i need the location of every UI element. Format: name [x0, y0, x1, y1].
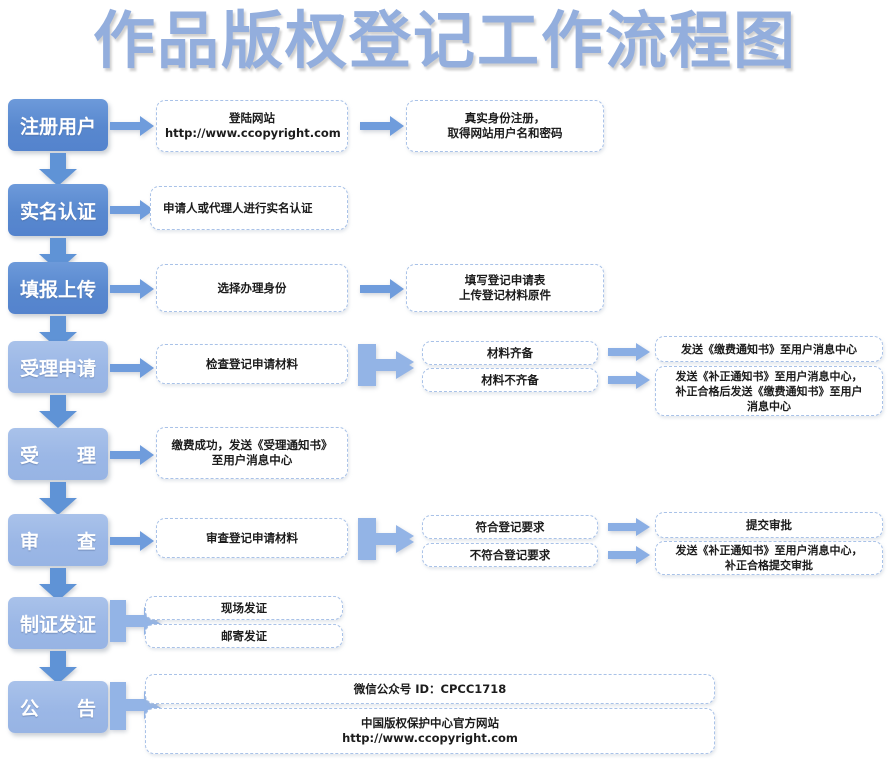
step-text: 登陆网站 — [229, 111, 275, 125]
step-text: 发送《缴费通知书》至用户消息中心 — [681, 342, 857, 356]
step-text: 材料不齐备 — [481, 372, 539, 387]
right-arrow-icon — [110, 445, 154, 465]
step-text: http://www.ccopyright.com — [165, 126, 341, 140]
stage-label-accept-application: 受理申请 — [19, 357, 96, 380]
step-text: 消息中心 — [747, 399, 791, 413]
right-arrow-icon — [608, 371, 650, 391]
result-box-payment-notice[interactable]: 发送《缴费通知书》至用户消息中心 — [655, 336, 883, 362]
step-text: 现场发证 — [221, 600, 267, 615]
result-box-review-correction[interactable]: 发送《补正通知书》至用户消息中心， 补正合格提交审批 — [655, 541, 883, 575]
page-title: 作品版权登记工作流程图 — [92, 4, 797, 77]
step-text: 真实身份注册， — [464, 111, 546, 125]
split-arrow-icon — [358, 514, 418, 564]
right-arrow-icon — [608, 518, 650, 538]
down-arrow-icon — [38, 651, 78, 685]
step-text: 审查登记申请材料 — [206, 530, 298, 545]
step-text: 取得网站用户名和密码 — [447, 126, 563, 140]
result-box-submit-approval[interactable]: 提交审批 — [655, 512, 883, 538]
step-text: 发送《补正通知书》至用户消息中心， — [675, 544, 863, 557]
step-text: 缴费成功，发送《受理通知书》 — [171, 438, 333, 452]
result-box-correction-notice[interactable]: 发送《补正通知书》至用户消息中心， 补正合格后发送《缴费通知书》至用户 消息中心 — [655, 366, 883, 416]
stage-label-fill: 填报上传 — [19, 278, 96, 301]
step-text: 中国版权保护中心官方网站 — [361, 716, 499, 730]
branch-box-onsite-issue[interactable]: 现场发证 — [145, 596, 343, 620]
stage-box-fill[interactable]: 填报上传 — [8, 262, 108, 314]
branch-box-material-incomplete[interactable]: 材料不齐备 — [422, 368, 598, 392]
stage-label-review: 审 查 — [19, 530, 96, 553]
right-arrow-icon — [608, 546, 650, 566]
stage-box-issue[interactable]: 制证发证 — [8, 597, 108, 649]
step-box-review-1[interactable]: 审查登记申请材料 — [156, 518, 348, 558]
down-arrow-icon — [38, 153, 78, 187]
step-box-fill-2[interactable]: 填写登记申请表 上传登记材料原件 — [406, 264, 604, 312]
stage-label-issue: 制证发证 — [19, 613, 96, 636]
split-arrow-icon — [358, 340, 418, 390]
branch-box-wechat-account[interactable]: 微信公众号 ID：CPCC1718 — [145, 674, 715, 704]
step-text: 申请人或代理人进行实名认证 — [163, 200, 313, 215]
right-arrow-icon — [110, 531, 154, 551]
branch-box-fails-requirements[interactable]: 不符合登记要求 — [422, 543, 598, 567]
step-text: 补正合格提交审批 — [725, 559, 813, 572]
step-box-register-1[interactable]: 登陆网站 http://www.ccopyright.com — [156, 100, 348, 152]
branch-box-mail-issue[interactable]: 邮寄发证 — [145, 624, 343, 648]
right-arrow-icon — [608, 343, 650, 363]
step-box-accept-1[interactable]: 缴费成功，发送《受理通知书》 至用户消息中心 — [156, 427, 348, 479]
down-arrow-icon — [38, 238, 78, 272]
down-arrow-icon — [38, 482, 78, 516]
stage-box-accept-application[interactable]: 受理申请 — [8, 341, 108, 393]
step-text: 符合登记要求 — [475, 519, 545, 534]
step-text: 提交审批 — [746, 517, 792, 532]
step-text: 检查登记申请材料 — [206, 356, 298, 371]
stage-box-register[interactable]: 注册用户 — [8, 99, 108, 151]
stage-label-accept: 受 理 — [19, 444, 96, 467]
stage-box-review[interactable]: 审 查 — [8, 514, 108, 566]
stage-box-realname[interactable]: 实名认证 — [8, 184, 108, 236]
step-text: 至用户消息中心 — [211, 453, 293, 467]
branch-box-meets-requirements[interactable]: 符合登记要求 — [422, 515, 598, 539]
step-text: 发送《补正通知书》至用户消息中心， — [675, 369, 863, 383]
step-text: 填写登记申请表 — [464, 273, 546, 287]
right-arrow-icon — [110, 200, 154, 220]
right-arrow-icon — [110, 116, 154, 136]
right-arrow-icon — [360, 116, 404, 136]
step-text: 不符合登记要求 — [469, 547, 551, 562]
step-box-realname-1[interactable]: 申请人或代理人进行实名认证 — [150, 186, 348, 230]
down-arrow-icon — [38, 568, 78, 602]
step-box-accept-application-1[interactable]: 检查登记申请材料 — [156, 344, 348, 384]
stage-label-register: 注册用户 — [19, 115, 96, 138]
step-text: 材料齐备 — [487, 345, 533, 360]
stage-label-realname: 实名认证 — [19, 200, 96, 223]
branch-box-official-website[interactable]: 中国版权保护中心官方网站 http://www.ccopyright.com — [145, 708, 715, 754]
step-text: 选择办理身份 — [217, 280, 287, 295]
down-arrow-icon — [38, 316, 78, 350]
stage-box-accept[interactable]: 受 理 — [8, 428, 108, 480]
down-arrow-icon — [38, 395, 78, 429]
step-box-fill-1[interactable]: 选择办理身份 — [156, 264, 348, 312]
right-arrow-icon — [360, 279, 404, 299]
stage-label-announce: 公 告 — [19, 697, 96, 720]
step-text: 上传登记材料原件 — [459, 288, 551, 302]
right-arrow-icon — [110, 279, 154, 299]
right-arrow-icon — [110, 358, 154, 378]
step-box-register-2[interactable]: 真实身份注册， 取得网站用户名和密码 — [406, 100, 604, 152]
step-text: http://www.ccopyright.com — [342, 731, 518, 745]
stage-box-announce[interactable]: 公 告 — [8, 681, 108, 733]
step-text: 补正合格后发送《缴费通知书》至用户 — [675, 384, 863, 398]
step-text: 微信公众号 ID：CPCC1718 — [353, 681, 507, 696]
step-text: 邮寄发证 — [221, 628, 267, 643]
branch-box-material-complete[interactable]: 材料齐备 — [422, 341, 598, 365]
